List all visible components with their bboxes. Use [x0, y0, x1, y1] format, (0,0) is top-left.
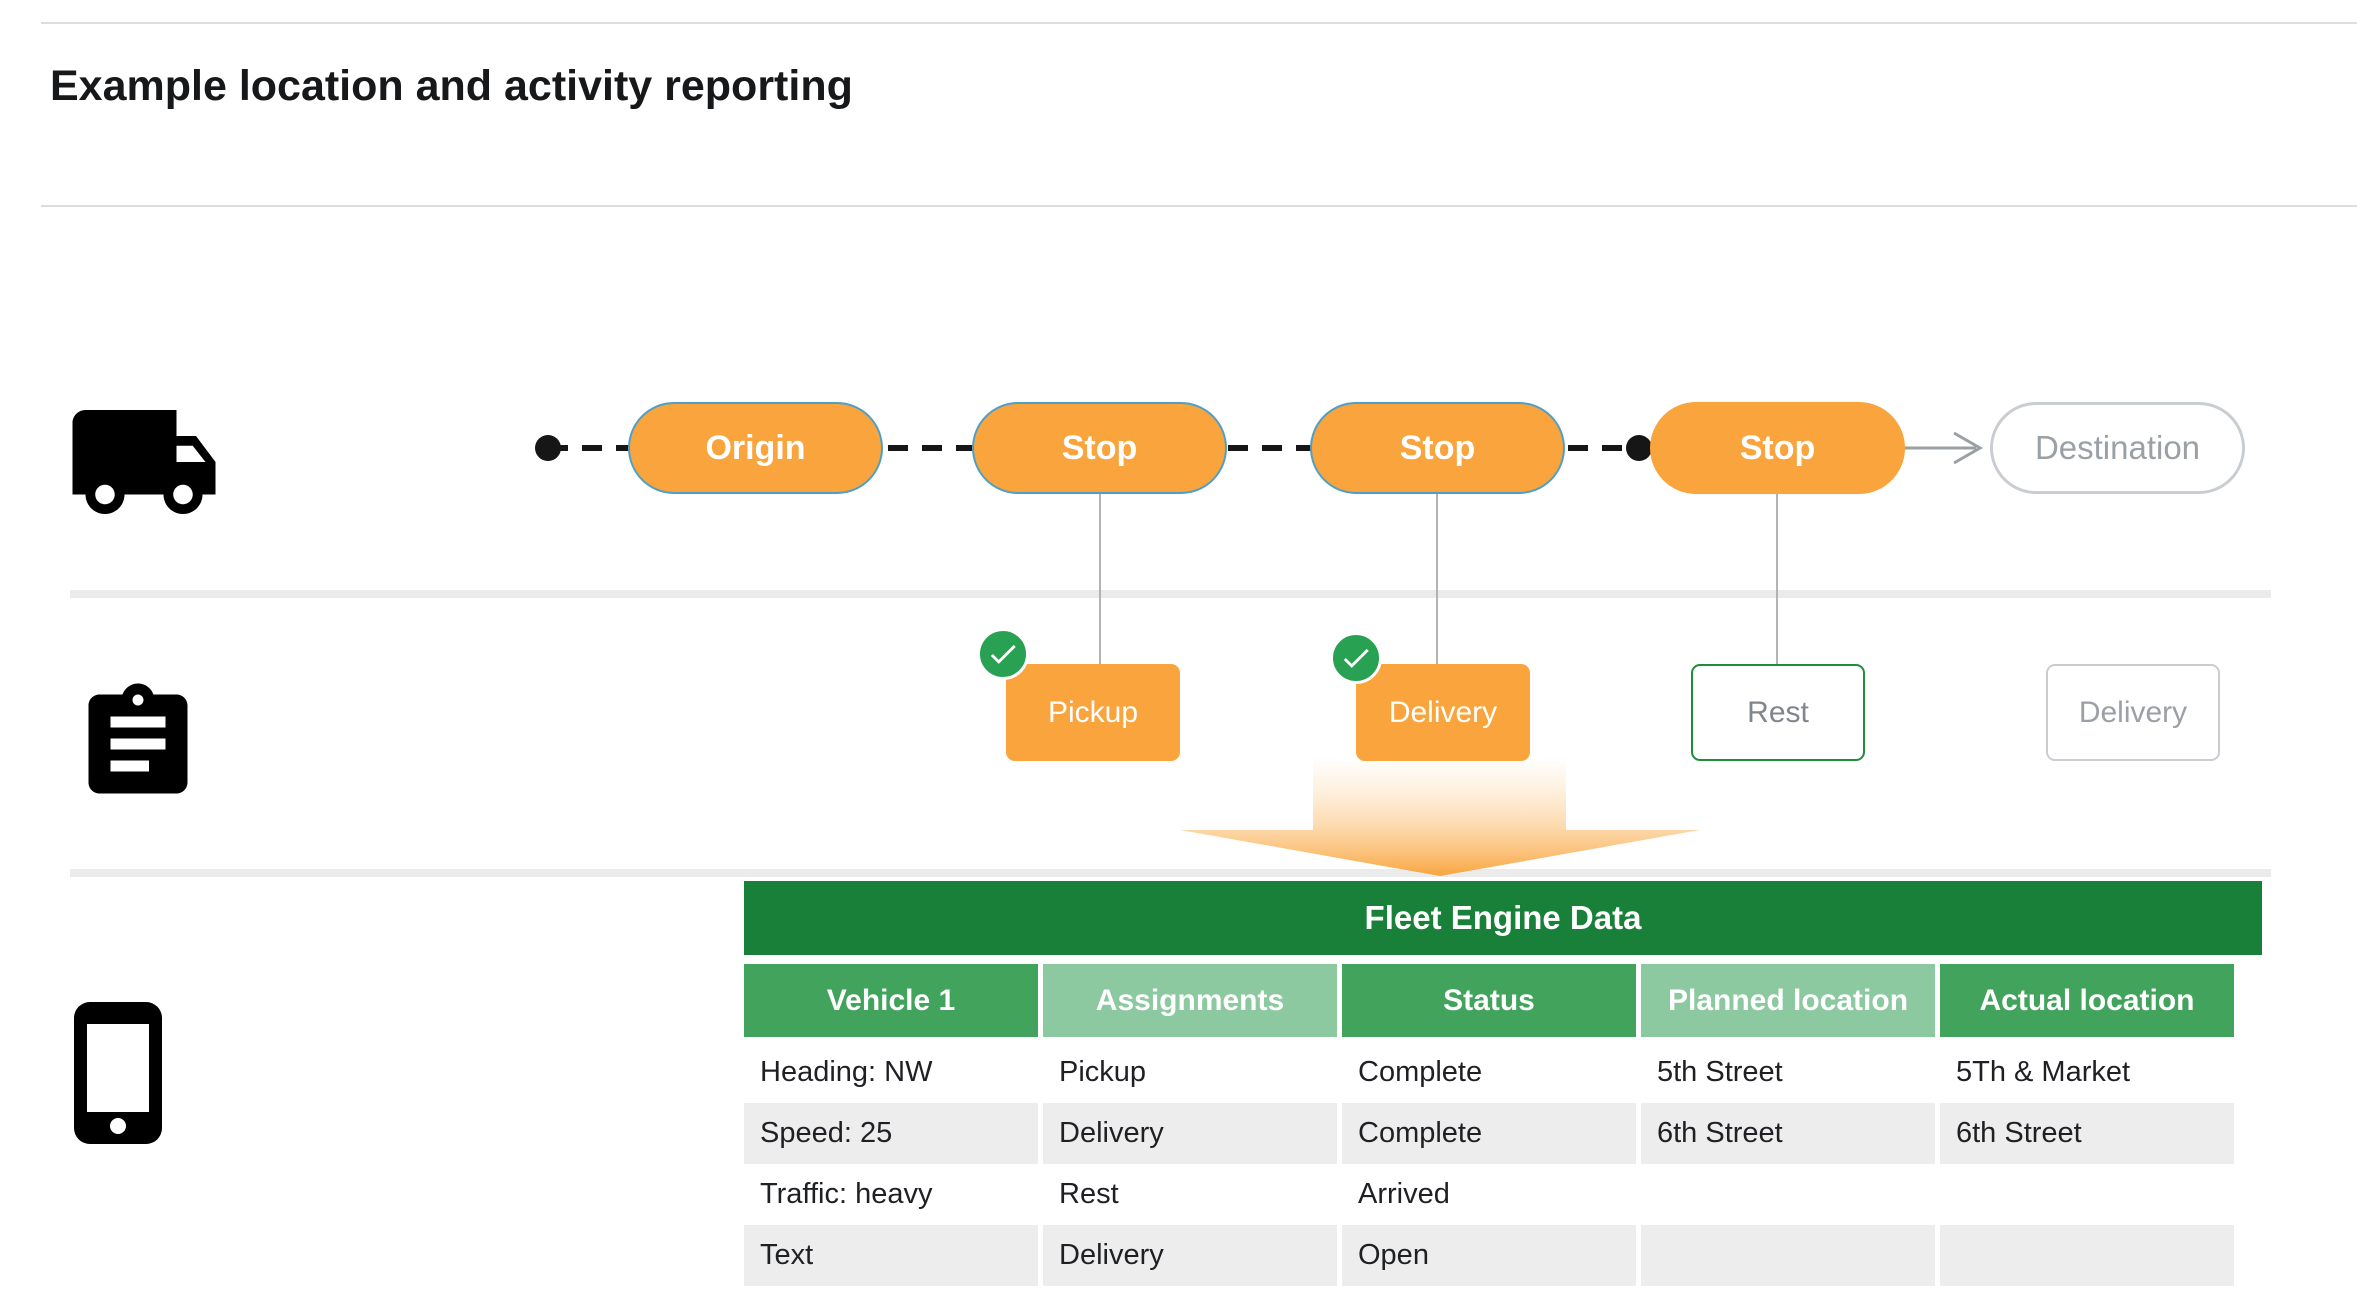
section-divider-1 [70, 590, 2271, 598]
route-node-stop-3: Stop [1650, 402, 1905, 494]
activity-label: Delivery [2078, 695, 2188, 729]
table-cell: Heading: NW [744, 1042, 1038, 1103]
top-divider [41, 22, 2357, 24]
table-cell: Complete [1342, 1042, 1636, 1103]
activity-pickup: Pickup [1006, 664, 1180, 761]
table-cell: Pickup [1043, 1042, 1337, 1103]
route-node-label: Stop [1739, 428, 1816, 467]
check-icon [1330, 632, 1382, 684]
activity-delivery: Delivery [1356, 664, 1530, 761]
table-cell [1940, 1164, 2234, 1225]
table-cell: 5th Street [1641, 1042, 1935, 1103]
activity-rest: Rest [1691, 664, 1865, 761]
vehicle-position-dot [1626, 435, 1652, 461]
phone-icon [74, 1002, 162, 1144]
table-cell: 5Th & Market [1940, 1042, 2234, 1103]
table-cell [1641, 1164, 1935, 1225]
table-cell: Complete [1342, 1103, 1636, 1164]
activity-delivery-2: Delivery [2046, 664, 2220, 761]
table-cell: Traffic: heavy [744, 1164, 1038, 1225]
title-divider [41, 205, 2357, 207]
route-node-stop-1: Stop [972, 402, 1227, 494]
table-cell: 6th Street [1641, 1103, 1935, 1164]
table-cell: Rest [1043, 1164, 1337, 1225]
truck-icon [72, 410, 216, 514]
route-node-label: Destination [2034, 429, 2201, 466]
route-node-label: Stop [1061, 428, 1138, 467]
check-icon [977, 628, 1029, 680]
route-node-label: Stop [1399, 428, 1476, 467]
column-header-status: Status [1342, 964, 1636, 1037]
table-cell [1940, 1225, 2234, 1286]
activity-label: Rest [1747, 695, 1809, 729]
table-cell: 6th Street [1940, 1103, 2234, 1164]
column-header-assignments: Assignments [1043, 964, 1337, 1037]
table-cell: Delivery [1043, 1225, 1337, 1286]
activity-label: Pickup [1047, 695, 1139, 729]
fleet-engine-table: Fleet Engine Data Vehicle 1 Assignments … [744, 881, 2262, 1286]
table-body: Heading: NW Pickup Complete 5th Street 5… [744, 1042, 2234, 1286]
table-header-row: Vehicle 1 Assignments Status Planned loc… [744, 964, 2234, 1037]
section-divider-2 [70, 869, 2271, 877]
table-row: Traffic: heavy Rest Arrived [744, 1164, 2234, 1225]
table-cell: Delivery [1043, 1103, 1337, 1164]
clipboard-icon [88, 683, 188, 794]
table-row: Text Delivery Open [744, 1225, 2234, 1286]
route-node-label: Origin [705, 428, 806, 467]
column-header-planned-location: Planned location [1641, 964, 1935, 1037]
route-node-destination: Destination [1990, 402, 2245, 494]
route-node-origin: Origin [628, 402, 883, 494]
data-flow-arrow [1180, 762, 1700, 876]
table-row: Heading: NW Pickup Complete 5th Street 5… [744, 1042, 2234, 1103]
table-cell [1641, 1225, 1935, 1286]
activity-label: Delivery [1388, 695, 1498, 729]
route-node-stop-2: Stop [1310, 402, 1565, 494]
table-cell: Open [1342, 1225, 1636, 1286]
route-arrowhead-icon [1953, 431, 1984, 465]
table-cell: Arrived [1342, 1164, 1636, 1225]
column-header-actual-location: Actual location [1940, 964, 2234, 1037]
column-header-vehicle: Vehicle 1 [744, 964, 1038, 1037]
table-cell: Speed: 25 [744, 1103, 1038, 1164]
table-row: Speed: 25 Delivery Complete 6th Street 6… [744, 1103, 2234, 1164]
page-title: Example location and activity reporting [50, 62, 853, 110]
route-start-dot [535, 435, 561, 461]
table-cell: Text [744, 1225, 1038, 1286]
table-title: Fleet Engine Data [744, 881, 2262, 955]
